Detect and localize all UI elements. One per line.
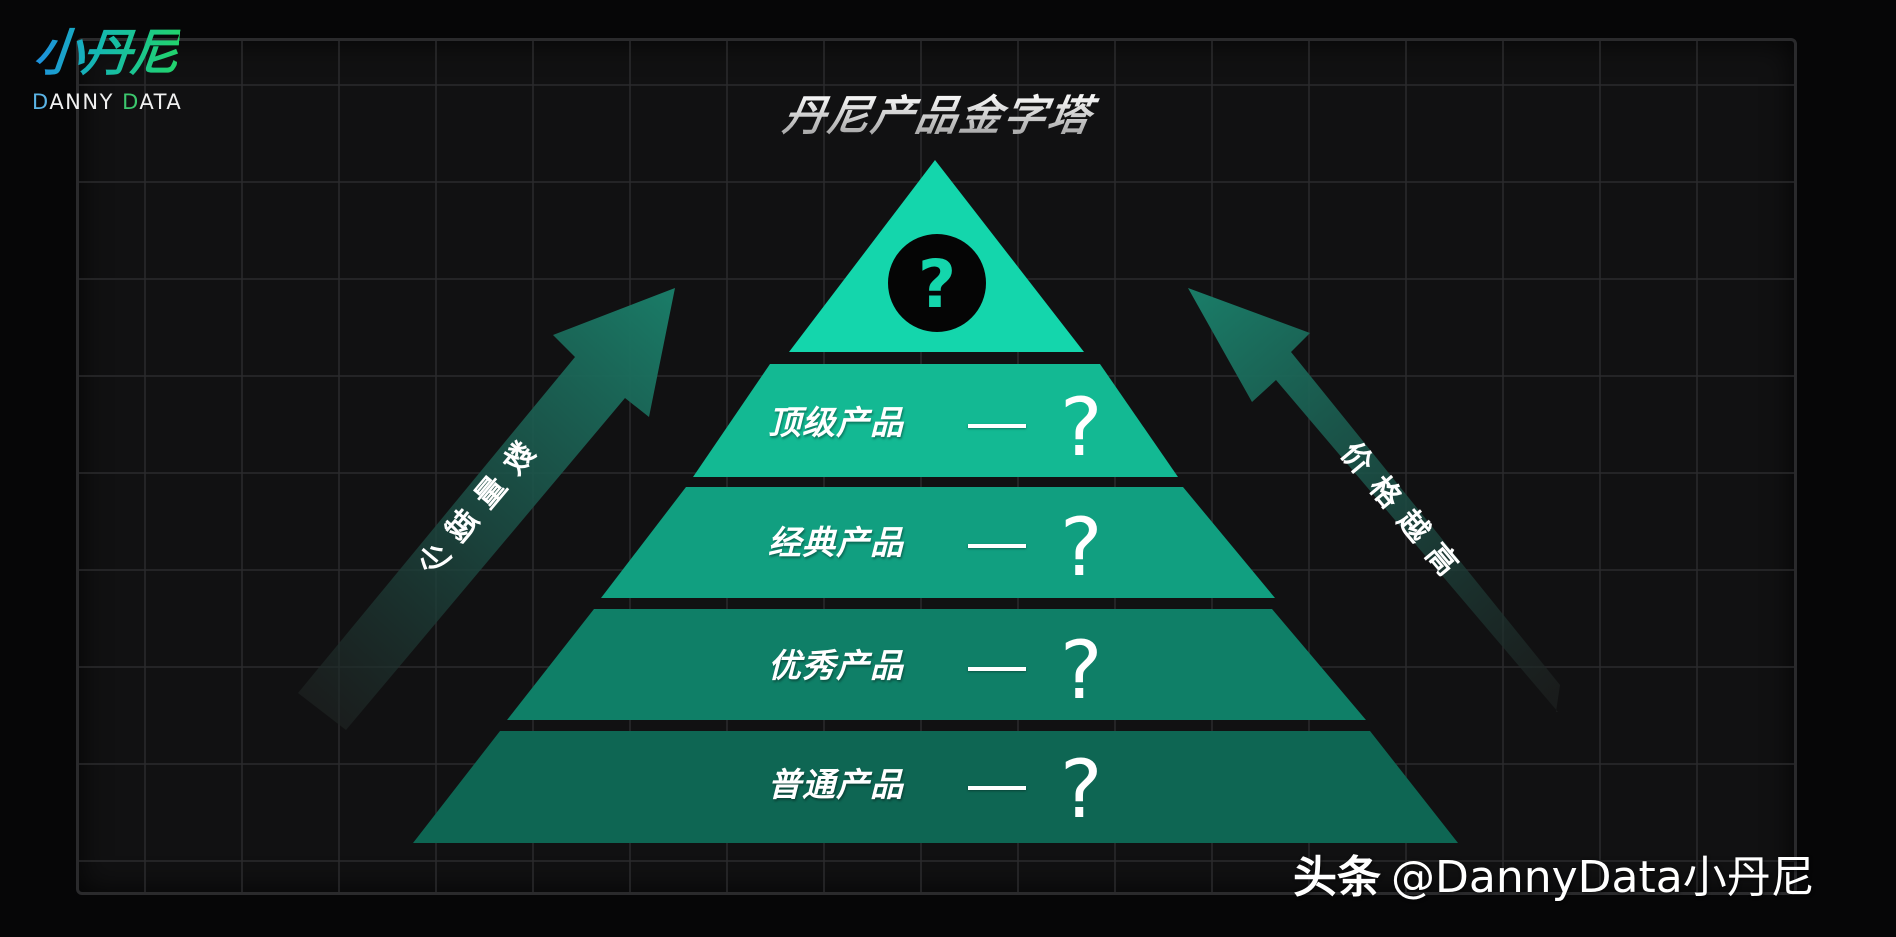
tier-label-top: 顶级产品 bbox=[768, 403, 904, 442]
tier-label-excellent: 优秀产品 bbox=[768, 646, 904, 685]
pyramid-tier-2 bbox=[601, 487, 1275, 598]
dash-icon bbox=[968, 544, 1026, 548]
pyramid-tier-1 bbox=[693, 364, 1178, 477]
tier-value-classic: ? bbox=[1060, 501, 1103, 594]
pyramid-tier-3 bbox=[507, 609, 1366, 720]
brand-logo: 小丹尼 DANNY DATA bbox=[30, 24, 202, 118]
dash-icon bbox=[968, 424, 1026, 428]
svg-text:?: ? bbox=[918, 246, 956, 323]
logo-en-text: DANNY DATA bbox=[32, 90, 183, 114]
dash-icon bbox=[968, 667, 1026, 671]
tier-value-excellent: ? bbox=[1060, 624, 1103, 717]
arrow-up-right-icon bbox=[298, 288, 675, 730]
watermark: 头条@DannyData小丹尼 bbox=[1293, 852, 1815, 904]
logo-cn-text: 小丹尼 bbox=[30, 24, 182, 82]
tier-value-top: ? bbox=[1060, 381, 1103, 474]
question-circle-icon bbox=[888, 234, 986, 332]
tier-label-classic: 经典产品 bbox=[768, 523, 904, 562]
pyramid-tier-4 bbox=[413, 731, 1458, 843]
tier-label-ordinary: 普通产品 bbox=[768, 765, 904, 804]
arrow-up-left-icon bbox=[1188, 288, 1560, 712]
dash-icon bbox=[968, 786, 1026, 790]
tier-value-ordinary: ? bbox=[1060, 743, 1103, 836]
watermark-handle: @DannyData小丹尼 bbox=[1391, 852, 1815, 903]
watermark-brand: 头条 bbox=[1293, 852, 1381, 903]
page-title: 丹尼产品金字塔 bbox=[738, 91, 1138, 140]
